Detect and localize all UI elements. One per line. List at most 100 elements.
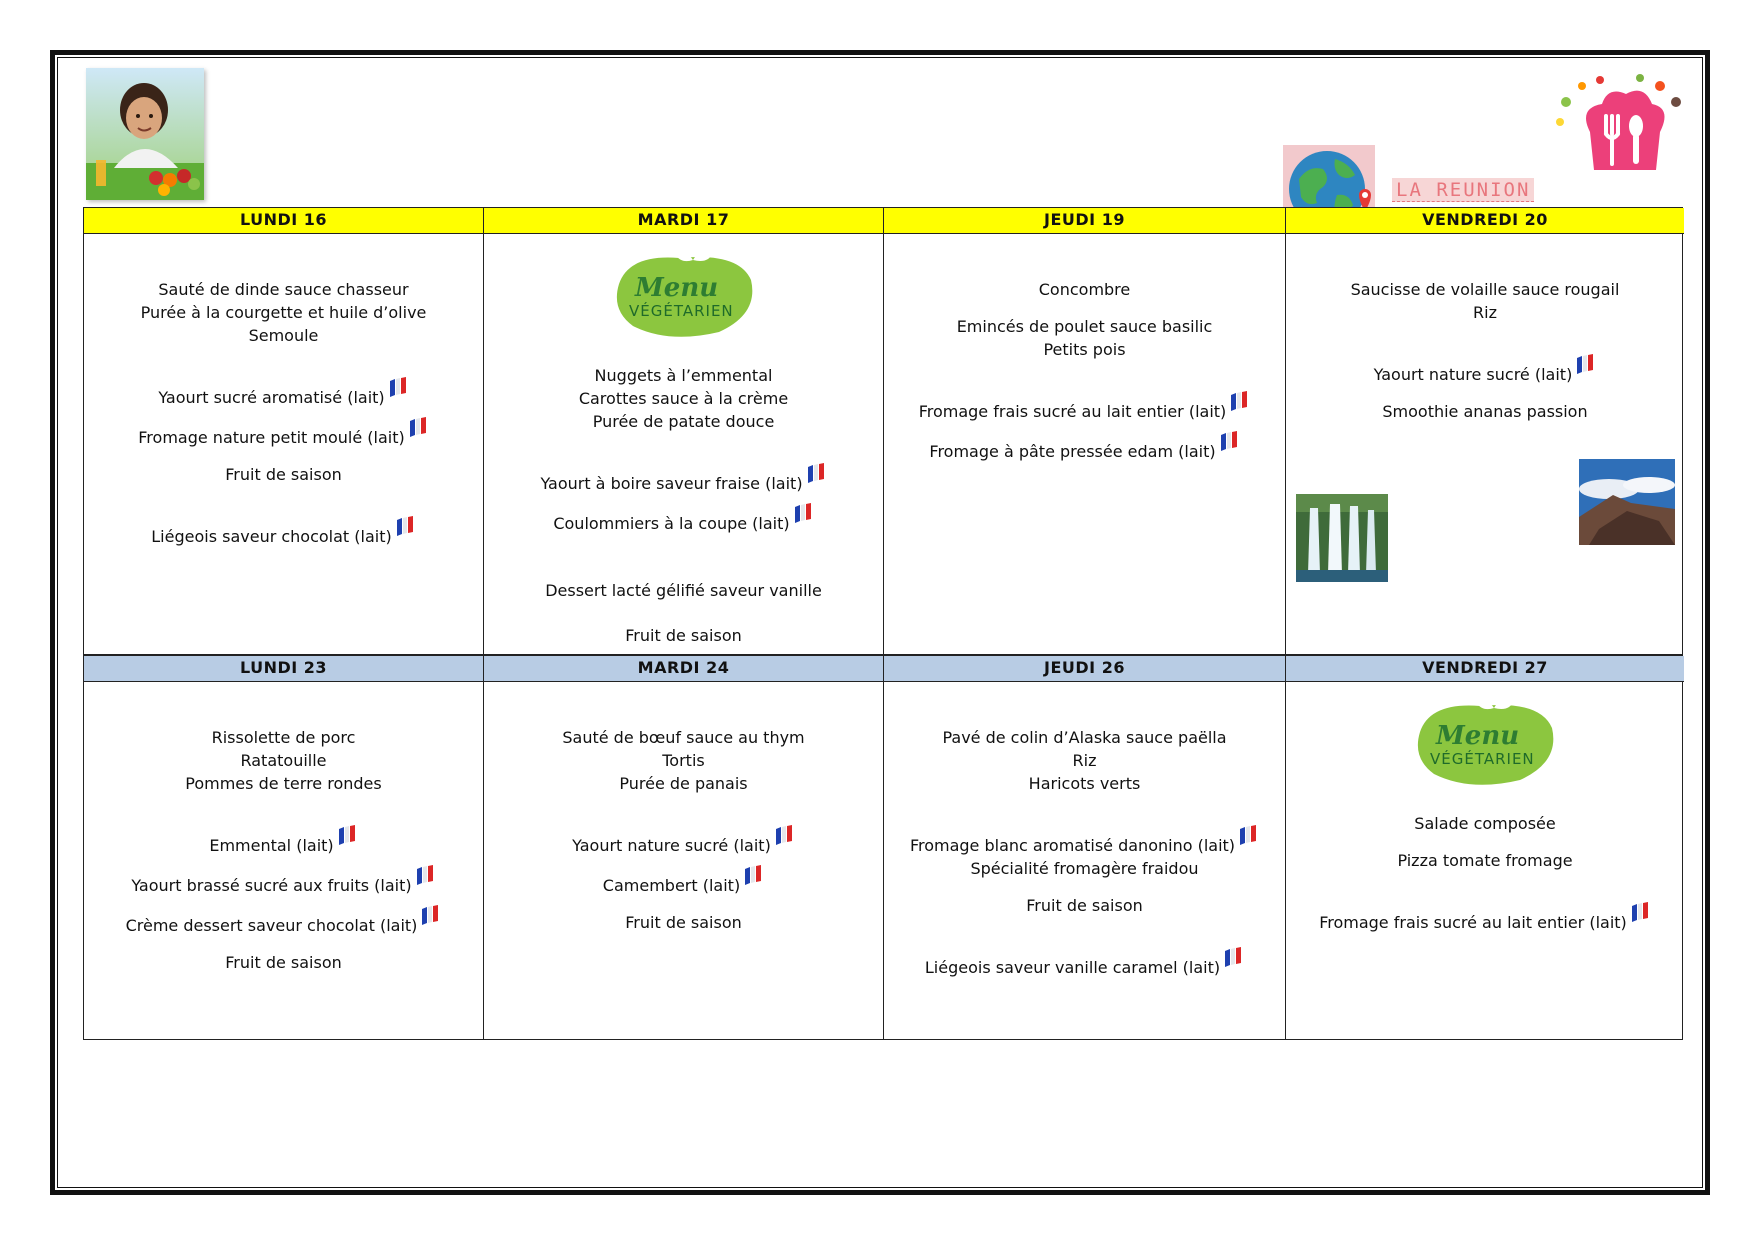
menu-item: Emincés de poulet sauce basilic	[956, 317, 1213, 336]
menu-item-dairy: Coulommiers à la coupe (lait)	[484, 503, 883, 535]
france-flag-icon	[409, 417, 426, 437]
menu-item: Rissolette de porc	[211, 728, 356, 747]
menu-item: Riz	[1072, 751, 1097, 770]
menu-item: Petits pois	[1043, 340, 1126, 359]
france-flag-icon	[1220, 431, 1237, 451]
day-menu: Saucisse de volaille sauce rougail Riz Y…	[1286, 234, 1684, 654]
menu-item: Ratatouille	[240, 751, 327, 770]
menu-item-dairy: Emmental (lait)	[84, 825, 483, 857]
menu-item: Sauté de dinde sauce chasseur	[158, 280, 409, 299]
page-border-inner	[57, 57, 1703, 1188]
menu-item: Pizza tomate fromage	[1397, 851, 1573, 870]
france-flag-icon	[1231, 391, 1248, 411]
day-menu: Menu VÉGÉTARIEN Nuggets à l’emmental Car…	[484, 234, 883, 654]
day-header: MARDI 24	[484, 656, 883, 682]
menu-item-dairy: Yaourt nature sucré (lait)	[484, 825, 883, 857]
menu-item-dessert: Dessert lacté gélifié saveur vanille	[545, 581, 822, 600]
veg-logo-subtitle: VÉGÉTARIEN	[1430, 749, 1535, 768]
day-mardi-24: MARDI 24 Sauté de bœuf sauce au thym Tor…	[484, 656, 884, 1039]
day-header: LUNDI 16	[84, 208, 483, 234]
france-flag-icon	[396, 516, 413, 536]
volcano-photo	[1579, 459, 1675, 545]
day-header: JEUDI 19	[884, 208, 1285, 234]
menu-item: Semoule	[248, 326, 319, 345]
day-menu: Rissolette de porc Ratatouille Pommes de…	[84, 682, 483, 1039]
day-menu: Menu VÉGÉTARIEN Salade composée Pizza to…	[1286, 682, 1684, 1039]
france-flag-icon	[416, 865, 433, 885]
menu-item-dairy: Yaourt sucré aromatisé (lait)	[84, 377, 483, 409]
menu-item: Saucisse de volaille sauce rougail	[1350, 280, 1620, 299]
france-flag-icon	[1577, 354, 1594, 374]
week-2-table: LUNDI 23 Rissolette de porc Ratatouille …	[83, 655, 1684, 1040]
day-header: JEUDI 26	[884, 656, 1285, 682]
menu-item-dairy: Fromage à pâte pressée edam (lait)	[884, 431, 1285, 463]
menu-item-dairy: Fromage nature petit moulé (lait)	[84, 417, 483, 449]
menu-item-dairy: Camembert (lait)	[484, 865, 883, 897]
day-jeudi-26: JEUDI 26 Pavé de colin d’Alaska sauce pa…	[884, 656, 1286, 1039]
menu-item-dairy: Crème dessert saveur chocolat (lait)	[84, 905, 483, 937]
menu-item-dairy: Yaourt à boire saveur fraise (lait)	[484, 463, 883, 495]
waterfall-photo	[1296, 494, 1388, 582]
france-flag-icon	[1225, 947, 1242, 967]
day-vendredi-20: VENDREDI 20 Saucisse de volaille sauce r…	[1286, 208, 1684, 654]
menu-item: Haricots verts	[1028, 774, 1141, 793]
menu-item: Pavé de colin d’Alaska sauce paëlla	[942, 728, 1227, 747]
day-header: VENDREDI 27	[1286, 656, 1684, 682]
menu-item-fruit: Fruit de saison	[625, 626, 742, 645]
menu-item-starter: Salade composée	[1414, 814, 1556, 833]
day-menu: Sauté de dinde sauce chasseur Purée à la…	[84, 234, 483, 654]
menu-item-dessert: Liégeois saveur vanille caramel (lait)	[884, 947, 1285, 979]
menu-item-starter: Concombre	[1038, 280, 1131, 299]
menu-item-dessert: Liégeois saveur chocolat (lait)	[84, 516, 483, 548]
menu-item: Tortis	[662, 751, 705, 770]
menu-item-dessert: Smoothie ananas passion	[1382, 402, 1588, 421]
menu-item: Spécialité fromagère fraidou	[970, 859, 1199, 878]
menu-item: Carottes sauce à la crème	[578, 389, 789, 408]
chef-hat-fork-spoon-icon	[1548, 72, 1688, 182]
france-flag-icon	[422, 905, 439, 925]
day-lundi-23: LUNDI 23 Rissolette de porc Ratatouille …	[84, 656, 484, 1039]
day-jeudi-19: JEUDI 19 Concombre Emincés de poulet sau…	[884, 208, 1286, 654]
menu-item-dairy: Yaourt brassé sucré aux fruits (lait)	[84, 865, 483, 897]
day-vendredi-27: VENDREDI 27 Menu VÉGÉTARIEN Salade compo…	[1286, 656, 1684, 1039]
menu-item: Pommes de terre rondes	[185, 774, 382, 793]
child-photo	[86, 68, 204, 200]
menu-item-dairy: Fromage frais sucré au lait entier (lait…	[884, 391, 1285, 423]
france-flag-icon	[775, 825, 792, 845]
menu-item: Nuggets à l’emmental	[594, 366, 773, 385]
day-mardi-17: MARDI 17 Menu VÉGÉTARIEN Nuggets à l’emm…	[484, 208, 884, 654]
menu-item: Sauté de bœuf sauce au thym	[562, 728, 805, 747]
veg-logo-subtitle: VÉGÉTARIEN	[629, 301, 734, 320]
day-menu: Sauté de bœuf sauce au thym Tortis Purée…	[484, 682, 883, 1039]
day-menu: Concombre Emincés de poulet sauce basili…	[884, 234, 1285, 654]
day-menu: Pavé de colin d’Alaska sauce paëlla Riz …	[884, 682, 1285, 1039]
menu-item-dairy: Fromage blanc aromatisé danonino (lait)	[884, 825, 1285, 857]
menu-item-fruit: Fruit de saison	[625, 913, 742, 932]
france-flag-icon	[745, 865, 762, 885]
day-header: VENDREDI 20	[1286, 208, 1684, 234]
menu-item: Purée de panais	[619, 774, 748, 793]
veg-logo-title: Menu	[1435, 721, 1519, 751]
day-header: MARDI 17	[484, 208, 883, 234]
france-flag-icon	[1240, 825, 1257, 845]
france-flag-icon	[794, 503, 811, 523]
menu-item-fruit: Fruit de saison	[225, 953, 342, 972]
menu-item: Riz	[1473, 303, 1497, 322]
menu-item-dairy: Fromage frais sucré au lait entier (lait…	[1286, 902, 1684, 934]
menu-item: Purée à la courgette et huile d’olive	[140, 303, 427, 322]
page-border-outer	[50, 50, 1710, 1195]
week-1-table: LUNDI 16 Sauté de dinde sauce chasseur P…	[83, 207, 1684, 655]
day-lundi-16: LUNDI 16 Sauté de dinde sauce chasseur P…	[84, 208, 484, 654]
menu-item-fruit: Fruit de saison	[225, 465, 342, 484]
france-flag-icon	[338, 825, 355, 845]
france-flag-icon	[389, 377, 406, 397]
menu-item: Purée de patate douce	[592, 412, 775, 431]
veg-logo-title: Menu	[634, 273, 718, 303]
france-flag-icon	[1631, 902, 1648, 922]
region-label: LA REUNION	[1392, 178, 1535, 202]
menu-item-dairy: Yaourt nature sucré (lait)	[1286, 354, 1684, 386]
france-flag-icon	[807, 463, 824, 483]
vegetarian-menu-logo: Menu VÉGÉTARIEN	[616, 250, 752, 337]
menu-item-fruit: Fruit de saison	[1026, 896, 1143, 915]
vegetarian-menu-logo: Menu VÉGÉTARIEN	[1417, 698, 1554, 785]
